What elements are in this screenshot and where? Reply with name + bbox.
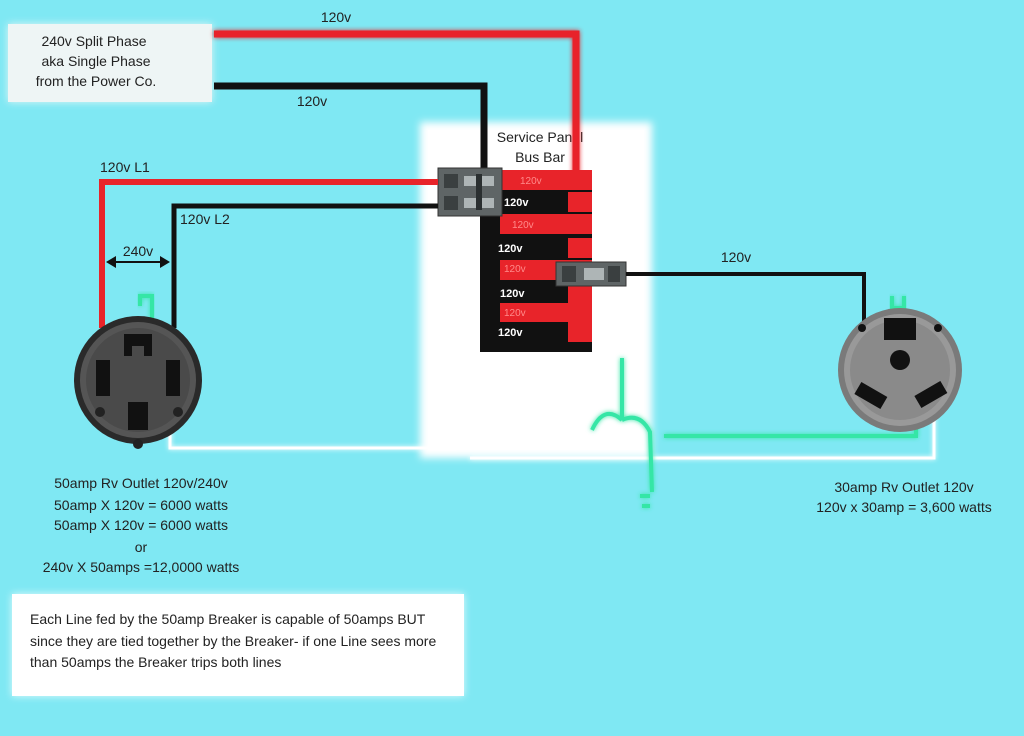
outlet-30-caption-line: 120v x 30amp = 3,600 watts — [816, 499, 992, 515]
outlet-30-feed-label: 120v — [721, 249, 751, 265]
source-label-line1: 240v Split Phase — [41, 33, 146, 49]
bus-label: 120v — [504, 308, 526, 319]
bus-finger-red — [500, 170, 592, 190]
l1-label: 120v L1 — [100, 159, 150, 175]
neutral-wire-50 — [168, 350, 458, 450]
service-panel-title-line2: Bus Bar — [515, 149, 565, 165]
source-label-line2: aka Single Phase — [42, 53, 151, 69]
outlet-30-caption-line: 30amp Rv Outlet 120v — [834, 479, 973, 495]
bus-label: 120v — [512, 220, 534, 231]
ground-wire-30 — [890, 296, 906, 310]
bus-finger-red — [500, 214, 592, 234]
note-line1: Each Line fed by the 50amp Breaker is ca… — [30, 611, 426, 627]
feed-wire-30amp — [626, 272, 866, 330]
bus-label: 120v — [500, 288, 525, 300]
outlet-50-caption-line: or — [135, 539, 148, 555]
l2-label: 120v L2 — [180, 211, 230, 227]
feed-wire-red — [214, 30, 580, 196]
bus-finger-black — [480, 238, 568, 258]
outlet-50-caption-line: 50amp X 120v = 6000 watts — [54, 497, 228, 513]
feed-label-bottom: 120v — [297, 93, 327, 109]
feed-wire-black — [214, 82, 488, 196]
service-panel-title-line1: Service Panel — [497, 129, 583, 145]
bus-finger-red — [500, 303, 592, 323]
bus-finger-black — [480, 322, 568, 342]
between-label: 240v — [123, 243, 153, 259]
bus-label: 120v — [504, 264, 526, 275]
bus-label: 120v — [498, 327, 523, 339]
l2-wire-black — [171, 203, 438, 328]
bus-label: 120v — [520, 176, 542, 187]
feed-label-top: 120v — [321, 9, 351, 25]
note-line3: than 50amps the Breaker trips both lines — [30, 654, 281, 670]
outlet-50-caption-line: 50amp Rv Outlet 120v/240v — [54, 475, 228, 491]
outlet-50-caption-line: 240v X 50amps =12,0000 watts — [43, 559, 240, 575]
bus-finger-black — [480, 283, 568, 303]
l1-wire-red — [99, 179, 438, 328]
note-line2: since they are tied together by the Brea… — [30, 633, 436, 649]
outlet-30amp — [838, 308, 962, 432]
ground-wire-50 — [138, 294, 154, 320]
bus-label: 120v — [498, 243, 523, 255]
outlet-50-caption-line: 50amp X 120v = 6000 watts — [54, 517, 228, 533]
source-label-line3: from the Power Co. — [36, 73, 157, 89]
bus-label: 120v — [504, 197, 529, 209]
outlet-50amp — [74, 316, 202, 449]
